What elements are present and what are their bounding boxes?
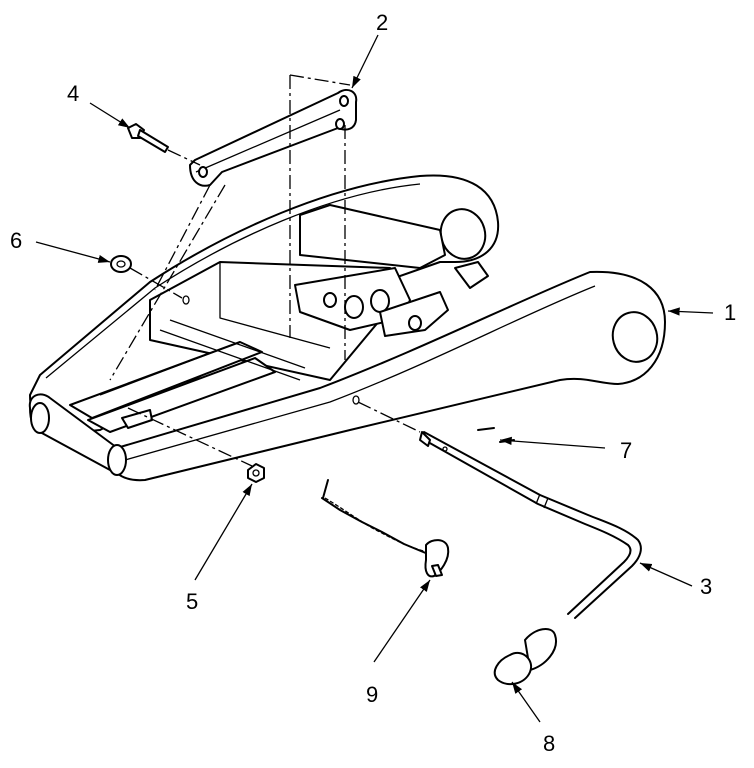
callout-1: 1	[724, 300, 736, 325]
washer-part	[110, 255, 132, 273]
callout-8: 8	[543, 731, 555, 756]
callout-4: 4	[67, 81, 79, 106]
lynch-pin-chain-part	[321, 479, 450, 578]
callout-5: 5	[186, 589, 198, 614]
callout-3: 3	[700, 574, 712, 599]
knob-part	[493, 628, 557, 686]
callout-labels: 1 2 3 4 5 6 7 8 9	[10, 10, 736, 756]
nut-part	[247, 463, 265, 483]
roll-pins-part	[477, 427, 515, 443]
callout-leaders	[35, 34, 714, 723]
callout-6: 6	[10, 228, 22, 253]
assembly-center-lines	[109, 74, 421, 467]
main-frame-part	[28, 174, 666, 482]
callout-2: 2	[376, 10, 388, 35]
bolt-part	[127, 123, 169, 153]
handle-rod-part	[419, 431, 642, 619]
lever-plate-part	[189, 89, 358, 187]
callout-9: 9	[366, 682, 378, 707]
callout-7: 7	[620, 438, 632, 463]
